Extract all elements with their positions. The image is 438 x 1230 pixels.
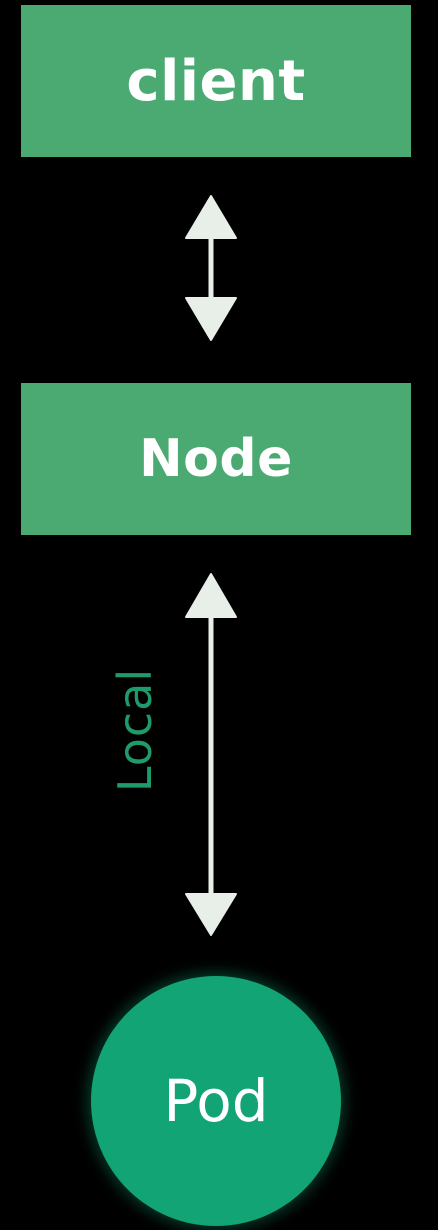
node-box: Node (21, 383, 411, 535)
client-node-label: client (126, 48, 306, 114)
edge-label-local: Local (108, 667, 162, 793)
arrow-head-up (185, 195, 237, 239)
pod-node-label: Pod (163, 1067, 269, 1135)
arrow-head-up (185, 573, 237, 618)
client-node: client (21, 5, 411, 157)
arrow-head-down (185, 297, 237, 341)
node-box-label: Node (139, 429, 293, 489)
arrow-head-down (185, 893, 237, 936)
pod-node: Pod (91, 976, 341, 1226)
